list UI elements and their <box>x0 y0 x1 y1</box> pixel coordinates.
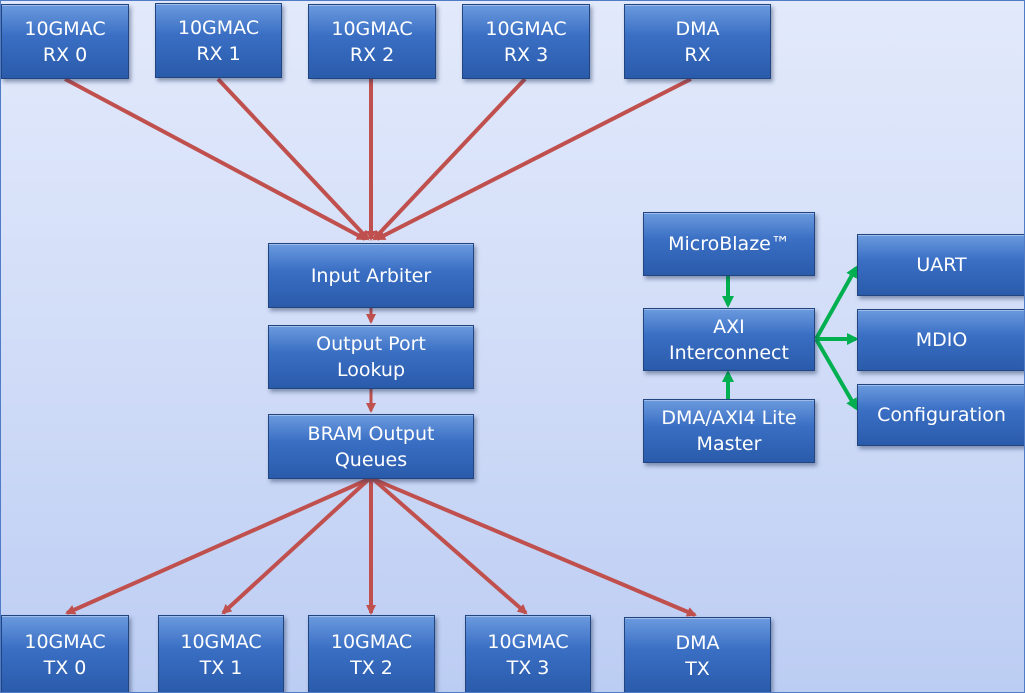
block-configuration: Configuration <box>857 384 1024 446</box>
arrow-queues-to-tx0 <box>65 477 370 615</box>
block-10gmac-rx1: 10GMAC RX 1 <box>155 3 282 78</box>
block-axi-interconnect: AXI Interconnect <box>643 308 815 371</box>
block-dma-rx: DMA RX <box>624 4 771 79</box>
block-uart: UART <box>857 234 1024 296</box>
block-10gmac-rx3: 10GMAC RX 3 <box>462 4 590 79</box>
block-microblaze: MicroBlaze™ <box>643 212 815 276</box>
block-10gmac-tx2: 10GMAC TX 2 <box>308 615 435 692</box>
block-10gmac-tx3: 10GMAC TX 3 <box>465 615 591 692</box>
arrow-queues-to-tx1 <box>221 477 371 615</box>
arrow-dmarx-to-arbiter <box>375 77 692 241</box>
arrow-axi-to-configuration <box>814 337 858 411</box>
block-10gmac-rx2: 10GMAC RX 2 <box>308 4 436 79</box>
arrow-rx0-to-arbiter <box>64 77 367 241</box>
block-10gmac-rx0: 10GMAC RX 0 <box>1 4 129 79</box>
block-output-port-lookup: Output Port Lookup <box>268 325 474 389</box>
arrow-rx3-to-arbiter <box>372 77 527 241</box>
rx-arrows <box>64 77 692 241</box>
arrow-axi-to-uart <box>814 265 858 340</box>
block-dma-tx: DMA TX <box>624 617 771 692</box>
control-arrows <box>722 265 859 411</box>
block-10gmac-tx0: 10GMAC TX 0 <box>1 615 129 692</box>
arrow-rx1-to-arbiter <box>216 77 370 241</box>
block-dma-axi4-lite-master: DMA/AXI4 Lite Master <box>643 399 815 463</box>
block-10gmac-tx1: 10GMAC TX 1 <box>158 615 284 692</box>
block-bram-output-queues: BRAM Output Queues <box>268 414 474 479</box>
arrow-queues-to-tx3 <box>371 477 528 615</box>
tx-arrows <box>65 477 697 617</box>
arrow-queues-to-dmatx <box>372 477 697 617</box>
block-input-arbiter: Input Arbiter <box>268 243 474 308</box>
block-mdio: MDIO <box>857 309 1024 371</box>
